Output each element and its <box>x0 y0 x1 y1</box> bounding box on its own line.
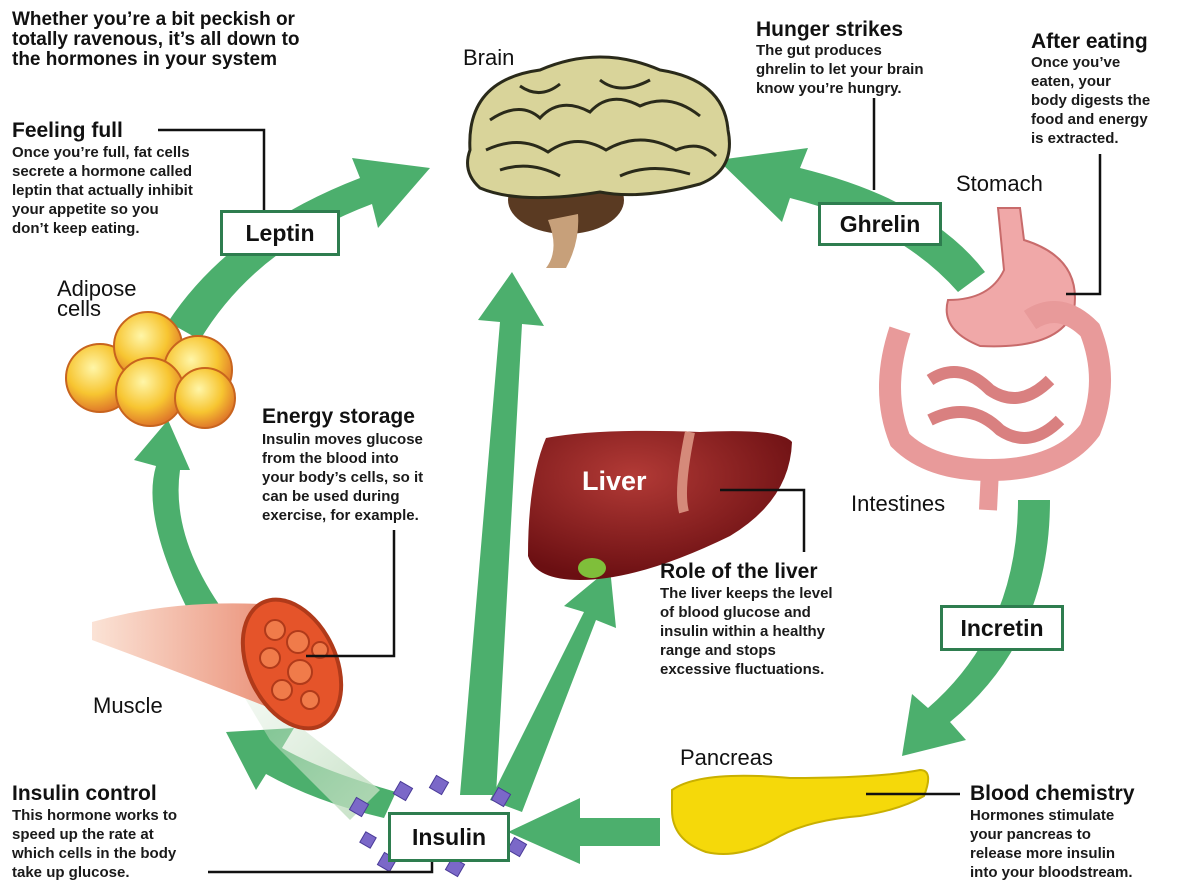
incretin-box: Incretin <box>940 605 1064 651</box>
blood-chemistry-title: Blood chemistry <box>970 782 1135 805</box>
insulin-box: Insulin <box>388 812 510 862</box>
pancreas-label: Pancreas <box>680 746 773 770</box>
after-eating-title: After eating <box>1031 30 1148 53</box>
adipose-label-line-2: cells <box>57 299 101 319</box>
arrow-muscle-adipose <box>134 420 230 626</box>
arrow-pancreas-insulin <box>508 798 660 864</box>
hunger-strikes-title: Hunger strikes <box>756 18 903 41</box>
leptin-box: Leptin <box>220 210 340 256</box>
liver-illustration <box>528 431 792 580</box>
feeling-full-title: Feeling full <box>12 119 123 142</box>
intestines-label: Intestines <box>851 492 945 516</box>
role-liver-title: Role of the liver <box>660 560 818 583</box>
muscle-label: Muscle <box>93 694 163 718</box>
intro-line-1: Whether you’re a bit peckish or <box>12 10 295 30</box>
insulin-control-title: Insulin control <box>12 782 157 805</box>
arrow-insulin-liver <box>490 568 616 812</box>
intro-line-2: totally ravenous, it’s all down to <box>12 30 300 50</box>
brain-label: Brain <box>463 46 514 70</box>
adipose-cells-illustration <box>66 312 235 428</box>
energy-storage-title: Energy storage <box>262 405 415 428</box>
brain-illustration <box>468 57 730 268</box>
intro-line-3: the hormones in your system <box>12 50 277 70</box>
liver-label: Liver <box>582 466 647 497</box>
ghrelin-box: Ghrelin <box>818 202 942 246</box>
pancreas-illustration <box>672 770 928 854</box>
stomach-label: Stomach <box>956 172 1043 196</box>
